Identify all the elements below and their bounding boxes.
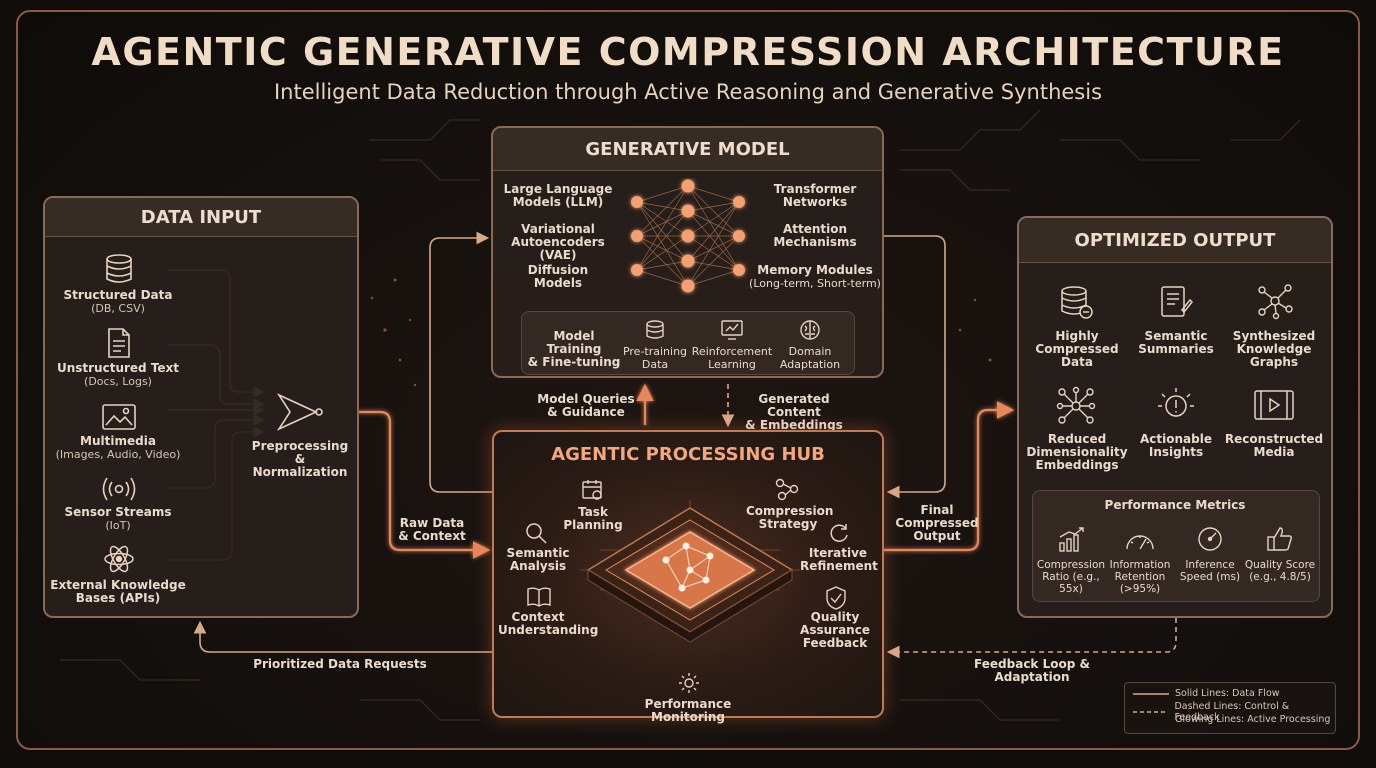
page-subtitle: Intelligent Data Reduction through Activ… <box>273 80 1103 104</box>
database-icon <box>646 320 664 339</box>
refresh-icon <box>830 524 848 542</box>
document-icon <box>108 328 130 358</box>
summary-icon <box>1161 286 1194 317</box>
input-multimedia: Multimedia(Images, Audio, Video) <box>55 434 181 462</box>
metric-quality-score: Quality Score(e.g., 4.8/5) <box>1244 559 1316 583</box>
preprocessing-label: Preprocessing& Normalization <box>251 439 349 479</box>
brain-icon <box>800 320 820 340</box>
legend-glowing: Glowing Lines: Active Processing <box>1133 714 1331 725</box>
shield-check-icon <box>826 586 846 610</box>
training-subpanel <box>521 311 855 375</box>
flow-hub-to-model <box>429 231 492 493</box>
data-input-header: DATA INPUT <box>45 198 357 237</box>
performance-metrics-title: Performance Metrics <box>1104 498 1246 512</box>
training-title: Model Training& Fine-tuning <box>527 329 621 369</box>
funnel-icon <box>276 393 323 431</box>
performance-metrics-subpanel <box>1032 490 1320 602</box>
speedometer-icon <box>1198 527 1222 551</box>
flow-prioritized-requests <box>193 620 492 653</box>
media-icon <box>1254 390 1294 420</box>
magnifier-icon <box>526 523 547 544</box>
calendar-icon <box>582 480 602 500</box>
generative-model-header: GENERATIVE MODEL <box>493 128 882 171</box>
image-icon <box>102 404 136 430</box>
insight-icon <box>1158 388 1194 417</box>
hub-task-planning: Task Planning <box>563 505 623 532</box>
label-generated-content: Generated Content& Embeddings <box>745 392 843 432</box>
atom-icon <box>104 545 134 573</box>
legend-dashed: Dashed Lines: Control & Feedback <box>1133 701 1290 723</box>
optimized-output-header: OPTIMIZED OUTPUT <box>1019 218 1331 263</box>
flow-final-output <box>884 401 1015 552</box>
processing-hub-header: AGENTIC PROCESSING HUB <box>551 444 825 465</box>
graph-icon <box>1258 284 1293 320</box>
model-memory: Memory Modules(Long-term, Short-term) <box>749 263 881 291</box>
flow-feedback-loop <box>886 618 1177 659</box>
embedding-icon <box>1056 386 1096 424</box>
input-structured-data: Structured Data(DB, CSV) <box>63 288 173 316</box>
processor-chip-icon <box>580 500 800 643</box>
flow-model-to-hub <box>884 235 946 499</box>
monitor-chart-icon <box>721 320 743 340</box>
hub-performance-monitoring: Performance Monitoring <box>644 697 732 724</box>
page-title: AGENTIC GENERATIVE COMPRESSION ARCHITECT… <box>91 30 1285 74</box>
compressed-db-icon <box>1061 286 1093 319</box>
label-model-queries: Model Queries& Guidance <box>537 392 635 419</box>
label-raw-data: Raw Data& Context <box>398 516 466 543</box>
signal-icon <box>102 477 136 501</box>
gauge-icon <box>1126 535 1154 550</box>
strategy-icon <box>775 478 799 501</box>
flow-raw-data <box>358 410 491 559</box>
legend-solid: Solid Lines: Data Flow <box>1133 688 1280 699</box>
neural-network-icon <box>631 179 745 293</box>
gear-icon <box>679 673 699 693</box>
legend: Solid Lines: Data Flow Dashed Lines: Con… <box>1124 682 1336 734</box>
input-unstructured-text: Unstructured Text(Docs, Logs) <box>56 361 180 389</box>
bar-chart-icon <box>1059 527 1084 552</box>
book-icon <box>527 587 551 607</box>
thumbs-up-icon <box>1267 527 1293 551</box>
label-feedback-loop: Feedback Loop & Adaptation <box>974 657 1090 684</box>
database-icon <box>106 254 132 283</box>
label-prioritized-requests: Prioritized Data Requests <box>253 657 427 671</box>
input-sensor-streams: Sensor Streams(IoT) <box>64 505 172 533</box>
